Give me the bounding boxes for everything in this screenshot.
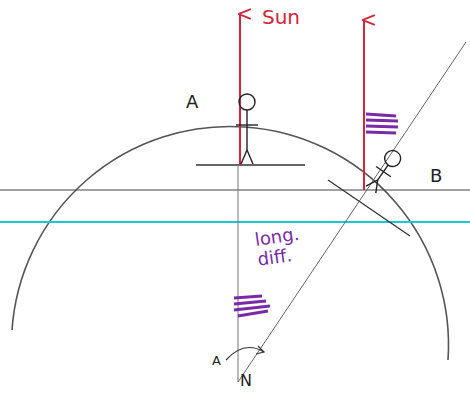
cyan-line [0,221,470,223]
person-figure [363,147,404,195]
arrowhead [256,346,264,354]
angle-symbol: A [212,354,221,368]
north-pole-label: N [240,372,252,390]
sun-ray [239,14,241,165]
radius-line [238,42,466,382]
earth-arc [12,126,449,360]
angle-label: long. diff. [254,222,315,269]
angle-mark [234,114,398,316]
person-figure [236,94,258,164]
sun-ray [363,20,365,190]
sun-label: Sun [262,6,300,28]
point-label: A [186,92,198,112]
tangent-line [196,164,305,165]
tangent-line [328,180,410,236]
radius-line [238,165,239,382]
horizon-line [0,190,470,191]
point-label: B [430,166,442,186]
